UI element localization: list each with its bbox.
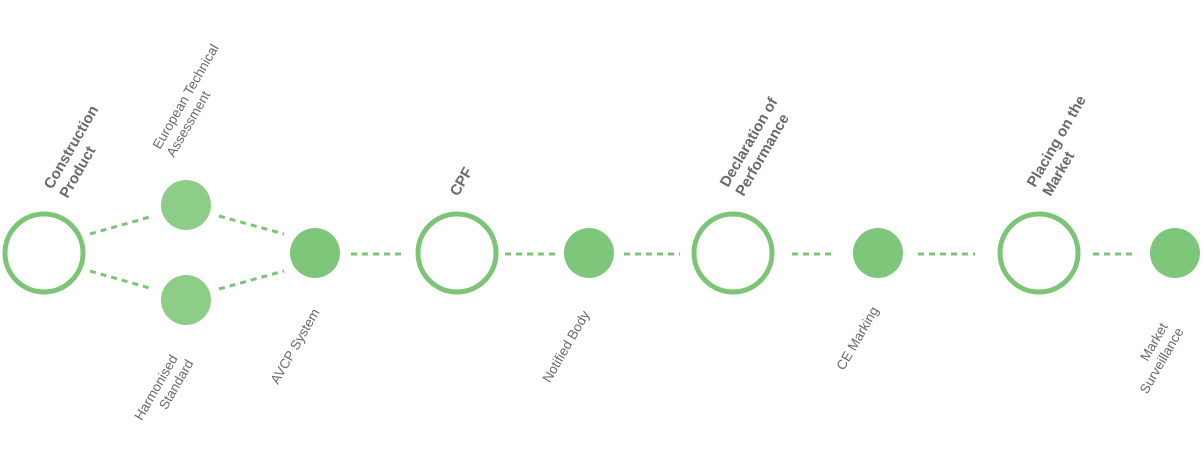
label-market-surveillance: Market Surveillance: [1123, 317, 1187, 396]
node-harmonised-standard: [161, 275, 211, 325]
connectors: [89, 214, 1137, 291]
label-cpf: CPF: [447, 165, 477, 199]
node-construction-product: [2, 211, 86, 295]
label-european-technical-assessment: European Technical Assessment: [150, 38, 238, 159]
nodes: [2, 180, 1200, 325]
connector-eta-to-avcp: [218, 214, 285, 236]
label-declaration-of-performance: Declaration of Performance: [717, 91, 799, 199]
label-notified-body: Notified Body: [539, 308, 592, 385]
node-notified-body: [564, 228, 614, 278]
label-construction-product: Construction Product: [41, 99, 120, 201]
label-harmonised-standard: Harmonised Standard: [131, 349, 196, 431]
node-market-surveillance: [1150, 228, 1200, 278]
node-placing-on-the-market: [997, 211, 1081, 295]
labels-top: Construction Product European Technical …: [41, 38, 1108, 201]
node-european-technical-assessment: [161, 180, 211, 230]
label-placing-on-the-market: Placing on the Market: [1024, 89, 1108, 199]
label-ce-marking: CE Marking: [833, 304, 881, 373]
label-avcp-system: AVCP System: [267, 306, 322, 386]
node-cpf: [415, 211, 499, 295]
node-ce-marking: [853, 228, 903, 278]
node-declaration-of-performance: [691, 211, 775, 295]
connector-product-to-eta: [89, 214, 154, 236]
labels-bottom: Harmonised Standard AVCP System Notified…: [131, 304, 1187, 431]
connector-product-to-harmonised: [89, 269, 154, 291]
node-avcp-system: [290, 228, 340, 278]
connector-harmonised-to-avcp: [218, 269, 285, 291]
